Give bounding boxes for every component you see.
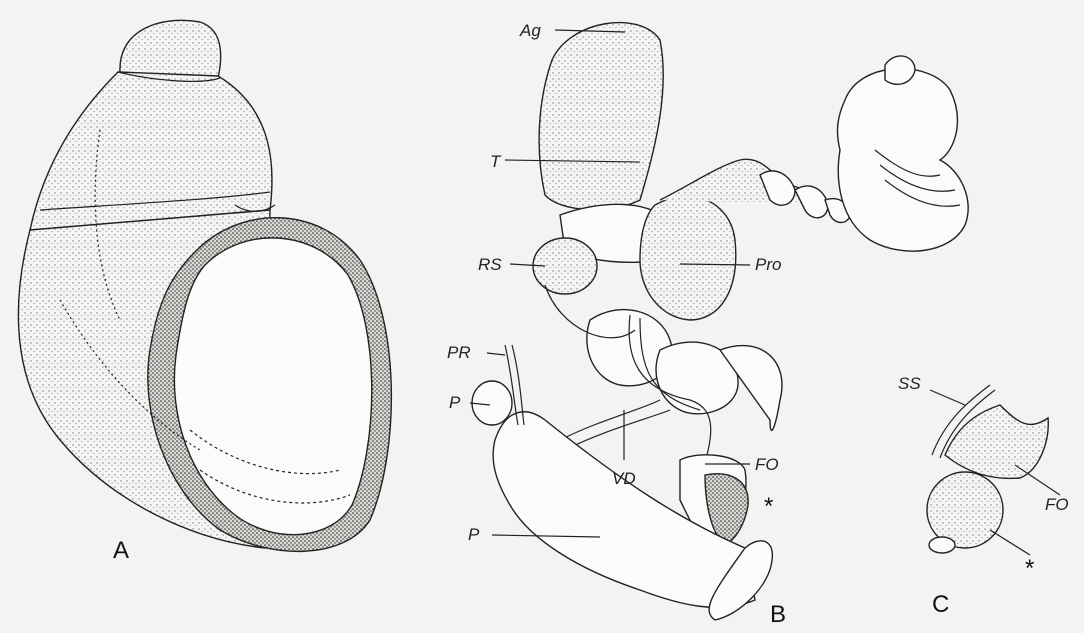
label-star-c: *: [1025, 555, 1034, 582]
label-star-b: *: [764, 493, 773, 520]
label-rs: RS: [478, 255, 502, 274]
shell-drawing: [18, 20, 391, 551]
label-pr: PR: [447, 343, 471, 362]
label-fo-b: FO: [755, 455, 779, 474]
reproductive-system-drawing: [472, 23, 968, 620]
panel-label-b: B: [770, 601, 786, 628]
label-fo-c: FO: [1045, 495, 1069, 514]
label-p-upper: P: [449, 393, 461, 412]
panel-label-c: C: [932, 591, 949, 618]
label-p-lower: P: [468, 525, 480, 544]
label-vd: VD: [612, 469, 636, 488]
organ-detail-drawing: [927, 385, 1048, 553]
label-ag: Ag: [519, 21, 541, 40]
label-ss: SS: [898, 374, 921, 393]
panel-label-a: A: [113, 537, 129, 564]
label-pro: Pro: [755, 255, 781, 274]
label-t: T: [490, 152, 502, 171]
